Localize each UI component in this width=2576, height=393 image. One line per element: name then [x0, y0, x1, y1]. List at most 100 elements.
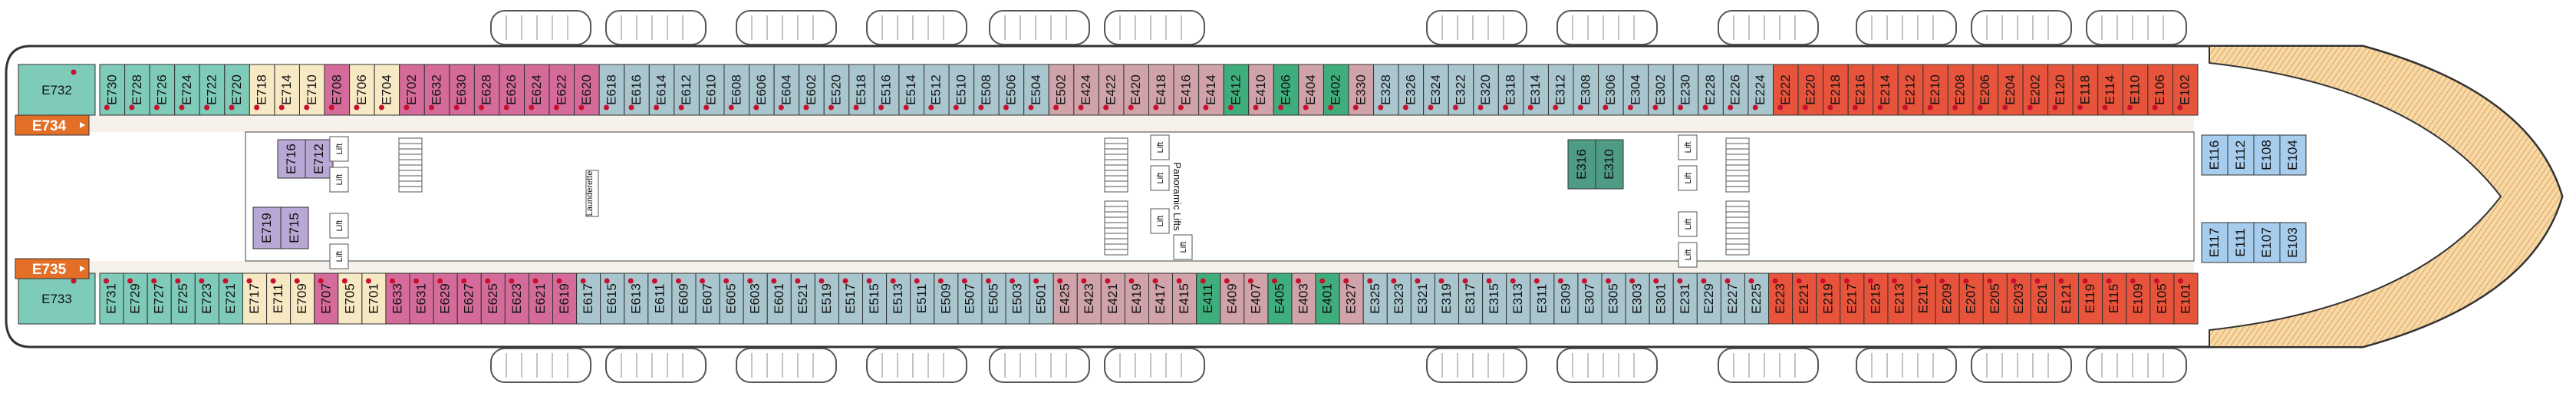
cabin-e312[interactable]: E312	[1547, 64, 1574, 116]
cabin-e711[interactable]: E711	[266, 272, 292, 325]
cabin-e423[interactable]: E423	[1076, 272, 1102, 325]
cabin-e729[interactable]: E729	[123, 272, 148, 325]
cabin-e633[interactable]: E633	[385, 272, 410, 325]
cabin-e104[interactable]: E104	[2279, 134, 2307, 176]
cabin-e618[interactable]: E618	[598, 64, 625, 116]
cabin-e302[interactable]: E302	[1648, 64, 1674, 116]
cabin-e510[interactable]: E510	[948, 64, 975, 116]
cabin-e708[interactable]: E708	[324, 64, 351, 116]
cabin-e118[interactable]: E118	[2072, 64, 2099, 116]
cabin-e107[interactable]: E107	[2253, 222, 2281, 263]
cabin-e307[interactable]: E307	[1577, 272, 1603, 325]
cabin-e709[interactable]: E709	[290, 272, 315, 325]
cabin-e608[interactable]: E608	[723, 64, 750, 116]
cabin-e609[interactable]: E609	[671, 272, 697, 325]
cabin-e631[interactable]: E631	[409, 272, 434, 325]
cabin-e509[interactable]: E509	[934, 272, 959, 325]
cabin-e521[interactable]: E521	[790, 272, 815, 325]
cabin-e620[interactable]: E620	[574, 64, 600, 116]
cabin-e206[interactable]: E206	[1972, 64, 1999, 116]
cabin-e330[interactable]: E330	[1348, 64, 1375, 116]
cabin-e723[interactable]: E723	[194, 272, 219, 325]
cabin-e409[interactable]: E409	[1220, 272, 1245, 325]
cabin-e726[interactable]: E726	[149, 64, 176, 116]
cabin-e301[interactable]: E301	[1649, 272, 1674, 325]
cabin-e221[interactable]: E221	[1792, 272, 1817, 325]
cabin-e514[interactable]: E514	[898, 64, 924, 116]
cabin-e106[interactable]: E106	[2147, 64, 2173, 116]
cabin-e410[interactable]: E410	[1248, 64, 1274, 116]
cabin-e114[interactable]: E114	[2097, 64, 2123, 116]
cabin-e704[interactable]: E704	[374, 64, 400, 116]
cabin-e512[interactable]: E512	[923, 64, 950, 116]
cabin-e722[interactable]: E722	[199, 64, 226, 116]
cabin-e407[interactable]: E407	[1244, 272, 1269, 325]
cabin-e623[interactable]: E623	[504, 272, 529, 325]
cabin-e231[interactable]: E231	[1672, 272, 1698, 325]
cabin-e503[interactable]: E503	[1005, 272, 1030, 325]
cabin-e323[interactable]: E323	[1386, 272, 1412, 325]
cabin-e717[interactable]: E717	[242, 272, 268, 325]
cabin-e115[interactable]: E115	[2102, 272, 2127, 325]
cabin-e327[interactable]: E327	[1339, 272, 1364, 325]
cabin-e419[interactable]: E419	[1124, 272, 1149, 325]
cabin-e412[interactable]: E412	[1223, 64, 1250, 116]
cabin-e501[interactable]: E501	[1029, 272, 1054, 325]
cabin-e725[interactable]: E725	[170, 272, 196, 325]
cabin-e613[interactable]: E613	[624, 272, 649, 325]
cabin-e417[interactable]: E417	[1148, 272, 1174, 325]
cabin-e203[interactable]: E203	[2006, 272, 2031, 325]
cabin-e102[interactable]: E102	[2172, 64, 2199, 116]
cabin-e216[interactable]: E216	[1847, 64, 1874, 116]
cabin-e519[interactable]: E519	[814, 272, 839, 325]
cabin-e517[interactable]: E517	[838, 272, 864, 325]
cabin-e714[interactable]: E714	[274, 64, 300, 116]
cabin-e317[interactable]: E317	[1458, 272, 1484, 325]
cabin-e707[interactable]: E707	[314, 272, 339, 325]
cabin-e108[interactable]: E108	[2253, 134, 2281, 176]
cabin-e602[interactable]: E602	[799, 64, 825, 116]
cabin-e607[interactable]: E607	[695, 272, 720, 325]
cabin-e731[interactable]: E731	[99, 272, 124, 325]
cabin-e624[interactable]: E624	[524, 64, 550, 116]
cabin-e516[interactable]: E516	[873, 64, 900, 116]
cabin-e313[interactable]: E313	[1506, 272, 1531, 325]
cabin-e209[interactable]: E209	[1935, 272, 1960, 325]
cabin-e311[interactable]: E311	[1530, 272, 1555, 325]
cabin-e612[interactable]: E612	[674, 64, 700, 116]
cabin-e506[interactable]: E506	[998, 64, 1025, 116]
cabin-e715[interactable]: E715	[280, 206, 309, 249]
cabin-e321[interactable]: E321	[1410, 272, 1435, 325]
cabin-e207[interactable]: E207	[1958, 272, 1984, 325]
cabin-e625[interactable]: E625	[480, 272, 506, 325]
cabin-e218[interactable]: E218	[1823, 64, 1849, 116]
tag-e734[interactable]: E734	[15, 114, 90, 136]
cabin-e621[interactable]: E621	[528, 272, 554, 325]
cabin-e201[interactable]: E201	[2030, 272, 2056, 325]
cabin-e416[interactable]: E416	[1173, 64, 1200, 116]
cabin-e208[interactable]: E208	[1947, 64, 1974, 116]
cabin-e724[interactable]: E724	[174, 64, 200, 116]
cabin-e314[interactable]: E314	[1523, 64, 1549, 116]
cabin-e202[interactable]: E202	[2022, 64, 2049, 116]
cabin-e628[interactable]: E628	[473, 64, 500, 116]
cabin-e610[interactable]: E610	[698, 64, 725, 116]
cabin-e117[interactable]: E117	[2201, 222, 2228, 263]
cabin-e110[interactable]: E110	[2122, 64, 2149, 116]
cabin-e727[interactable]: E727	[147, 272, 172, 325]
cabin-e305[interactable]: E305	[1601, 272, 1626, 325]
cabin-e225[interactable]: E225	[1744, 272, 1770, 325]
cabin-e220[interactable]: E220	[1797, 64, 1824, 116]
cabin-e418[interactable]: E418	[1148, 64, 1174, 116]
cabin-e215[interactable]: E215	[1863, 272, 1889, 325]
cabin-e101[interactable]: E101	[2173, 272, 2199, 325]
cabin-e604[interactable]: E604	[773, 64, 800, 116]
cabin-e119[interactable]: E119	[2078, 272, 2103, 325]
cabin-e324[interactable]: E324	[1423, 64, 1449, 116]
cabin-e121[interactable]: E121	[2054, 272, 2080, 325]
cabin-e228[interactable]: E228	[1698, 64, 1724, 116]
cabin-e103[interactable]: E103	[2279, 222, 2307, 263]
cabin-e632[interactable]: E632	[423, 64, 450, 116]
cabin-e626[interactable]: E626	[499, 64, 525, 116]
cabin-e111[interactable]: E111	[2227, 222, 2255, 263]
